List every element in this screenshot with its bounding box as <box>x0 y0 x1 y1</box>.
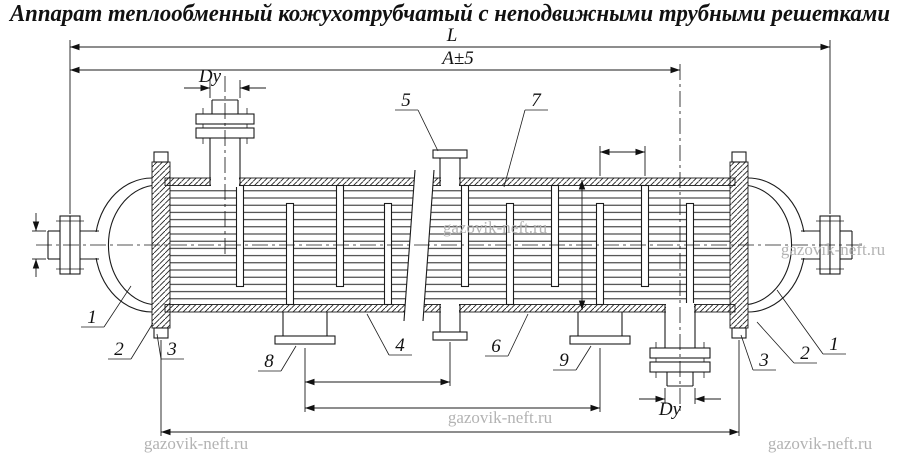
watermark-text: gazovik-neft.ru <box>443 218 548 237</box>
drawing-title: Аппарат теплообменный кожухотрубчатый с … <box>8 1 890 27</box>
dimension-du-bottom: Dу <box>639 388 721 420</box>
watermark-text: gazovik-neft.ru <box>781 240 886 259</box>
callout-label-5: 5 <box>401 90 411 111</box>
callout-label-6: 6 <box>491 336 501 357</box>
dimension-support-to-nozzle <box>304 342 451 412</box>
support-right <box>569 312 631 345</box>
drain-nozzle <box>432 303 468 341</box>
callout-1-left: 1 <box>81 285 132 328</box>
callout-label-9: 9 <box>559 350 569 371</box>
callout-2-right: 2 <box>756 321 817 364</box>
dimension-nozzle-bore <box>32 213 46 277</box>
callout-label-8: 8 <box>264 351 274 372</box>
dim-label-L: L <box>446 25 458 46</box>
callout-label-1-left: 1 <box>87 307 97 328</box>
callout-9: 9 <box>553 345 592 371</box>
callout-3-left: 3 <box>156 333 184 360</box>
support-left <box>274 312 336 345</box>
callout-6: 6 <box>485 313 529 357</box>
dimension-A: A±5 <box>69 48 681 74</box>
watermarks: gazovik-neft.ru gazovik-neft.ru gazovik-… <box>144 218 886 453</box>
callout-label-4: 4 <box>395 335 405 356</box>
watermark-text: gazovik-neft.ru <box>768 434 873 453</box>
callout-4: 4 <box>366 313 412 356</box>
watermark-text: gazovik-neft.ru <box>144 434 249 453</box>
callout-label-7: 7 <box>531 90 542 111</box>
dim-label-A: A±5 <box>440 48 474 69</box>
callout-label-3-left: 3 <box>166 339 177 360</box>
callout-label-2-right: 2 <box>800 343 810 364</box>
shell-break-lines <box>403 169 435 322</box>
dimension-support-spacing <box>304 348 601 412</box>
du-label-bottom: Dу <box>658 399 682 420</box>
callout-5: 5 <box>395 90 439 152</box>
callout-label-3-right: 3 <box>758 350 769 371</box>
callout-2-left: 2 <box>108 322 154 360</box>
axis-lines <box>36 64 864 414</box>
dimension-du-top: Dу <box>184 66 266 98</box>
callout-7: 7 <box>503 90 548 188</box>
vent-nozzle <box>432 149 468 187</box>
callout-1-right: 1 <box>776 289 846 355</box>
watermark-text: gazovik-neft.ru <box>448 408 553 427</box>
dimension-baffle-spacing <box>599 146 646 176</box>
callout-label-1-right: 1 <box>829 334 839 355</box>
callout-label-2-left: 2 <box>114 339 124 360</box>
callout-8: 8 <box>258 345 297 372</box>
du-label-top: Dу <box>198 66 222 87</box>
dimension-tubesheet-spacing <box>160 340 740 436</box>
callout-3-right: 3 <box>740 334 776 371</box>
